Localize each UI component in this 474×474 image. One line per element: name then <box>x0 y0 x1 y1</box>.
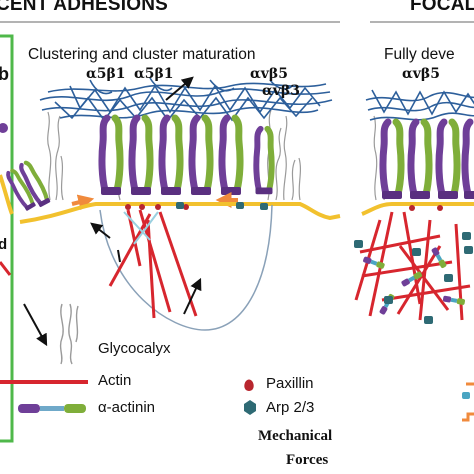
legend-icon-alpha-actinin <box>18 404 86 413</box>
actin-filaments-right <box>354 211 471 321</box>
callout-arrow-ecm <box>165 76 194 101</box>
callout-arrow-integrin <box>90 222 111 239</box>
legend-label-paxillin: Paxillin <box>266 375 314 392</box>
callout-line-actin <box>117 249 121 263</box>
arp23-markers-middle <box>176 202 268 210</box>
integrin-cluster-middle <box>3 118 272 214</box>
legend-icon-paxillin <box>244 379 254 391</box>
glycocalyx-strands-middle <box>47 109 302 201</box>
actin-crosslinks-middle <box>123 211 159 245</box>
label-a5b1-right: α5β1 <box>134 66 174 82</box>
clustering-force-arrows <box>71 192 238 211</box>
left-fragment-label-mid: d <box>0 236 8 253</box>
integrin-cluster-right <box>382 122 474 199</box>
legend-label-alpha-actinin: α-actinin <box>98 399 156 416</box>
legend-label-glycocalyx: Glycocalyx <box>98 340 171 357</box>
callout-arrow-glycocalyx <box>23 303 48 347</box>
paxillin-markers-middle <box>125 204 189 210</box>
label-a5b1-left: α5β1 <box>86 66 126 82</box>
legend-label-actin: Actin <box>98 372 132 389</box>
label-avb5-right: αvβ5 <box>402 66 440 82</box>
legend-icon-glycocalyx <box>59 303 79 365</box>
legend-label-arp23: Arp 2/3 <box>266 399 315 416</box>
label-avb5-middle: αvβ5 <box>250 66 288 82</box>
plasma-membrane-middle <box>19 202 341 224</box>
left-panel-frame <box>0 34 14 443</box>
right-legend-fragments <box>462 382 474 422</box>
mechanical-forces-line1: Mechanical <box>258 428 333 444</box>
header-left: CENT ADHESIONS <box>0 0 169 15</box>
label-avb3-middle: αvβ3 <box>262 83 300 99</box>
paxillin-markers-right <box>409 205 443 211</box>
header-right: FOCAL <box>410 0 474 15</box>
legend-icon-arp23 <box>244 400 256 415</box>
right-panel-title: Fully deve <box>384 46 455 63</box>
arp23-markers-right <box>354 232 473 324</box>
ecm-network-middle <box>39 77 333 122</box>
mechanical-forces-line2: Forces <box>286 452 329 468</box>
ecm-network-right <box>365 89 474 121</box>
actin-dome-outline <box>99 204 273 331</box>
middle-panel-title: Clustering and cluster maturation <box>28 46 256 63</box>
left-fragment-label-top: b <box>0 64 9 84</box>
callout-arrow-dome <box>183 277 202 315</box>
actin-filaments-middle <box>108 209 198 319</box>
right-legend-fragment-marker <box>462 392 470 399</box>
plasma-membrane-right <box>361 202 474 216</box>
